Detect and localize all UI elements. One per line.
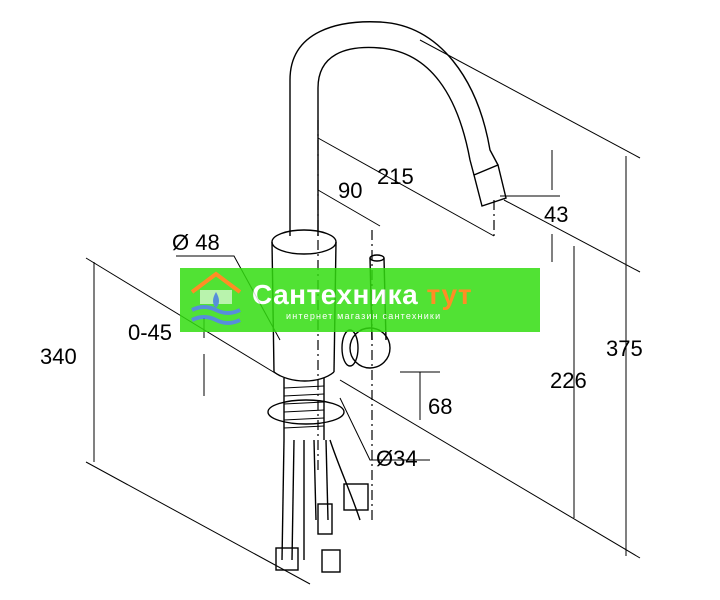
- watermark-title: Сантехника тут: [252, 279, 472, 311]
- watermark-banner: Сантехника тут интернет магазин сантехни…: [180, 268, 540, 332]
- dim-max-deck-thickness: 340: [40, 344, 77, 369]
- dim-spout-drop: 43: [544, 202, 568, 227]
- watermark-title-main: Сантехника: [252, 279, 419, 310]
- dim-total-height: 375: [606, 336, 643, 361]
- dim-body-diameter: Ø 48: [172, 230, 220, 255]
- dim-swivel-angle: 0-45: [128, 320, 172, 345]
- dim-spout-reach: 215: [377, 164, 414, 189]
- dim-lever-height: 68: [428, 394, 452, 419]
- dim-hole-diameter: Ø34: [376, 446, 418, 471]
- dimension-labels: 215 90 43 Ø 48 0-45 340 68 Ø34 226 375: [40, 164, 643, 471]
- watermark-title-accent: тут: [426, 279, 473, 310]
- house-water-logo-icon: [190, 271, 242, 325]
- dimension-lines: [85, 39, 641, 585]
- threaded-shank: [267, 378, 345, 440]
- dim-handle-offset: 90: [338, 178, 362, 203]
- dim-outlet-height: 226: [550, 368, 587, 393]
- faucet-spout: [289, 21, 507, 236]
- watermark-subtitle: интернет магазин сантехники: [286, 311, 442, 321]
- supply-hoses: [275, 439, 369, 573]
